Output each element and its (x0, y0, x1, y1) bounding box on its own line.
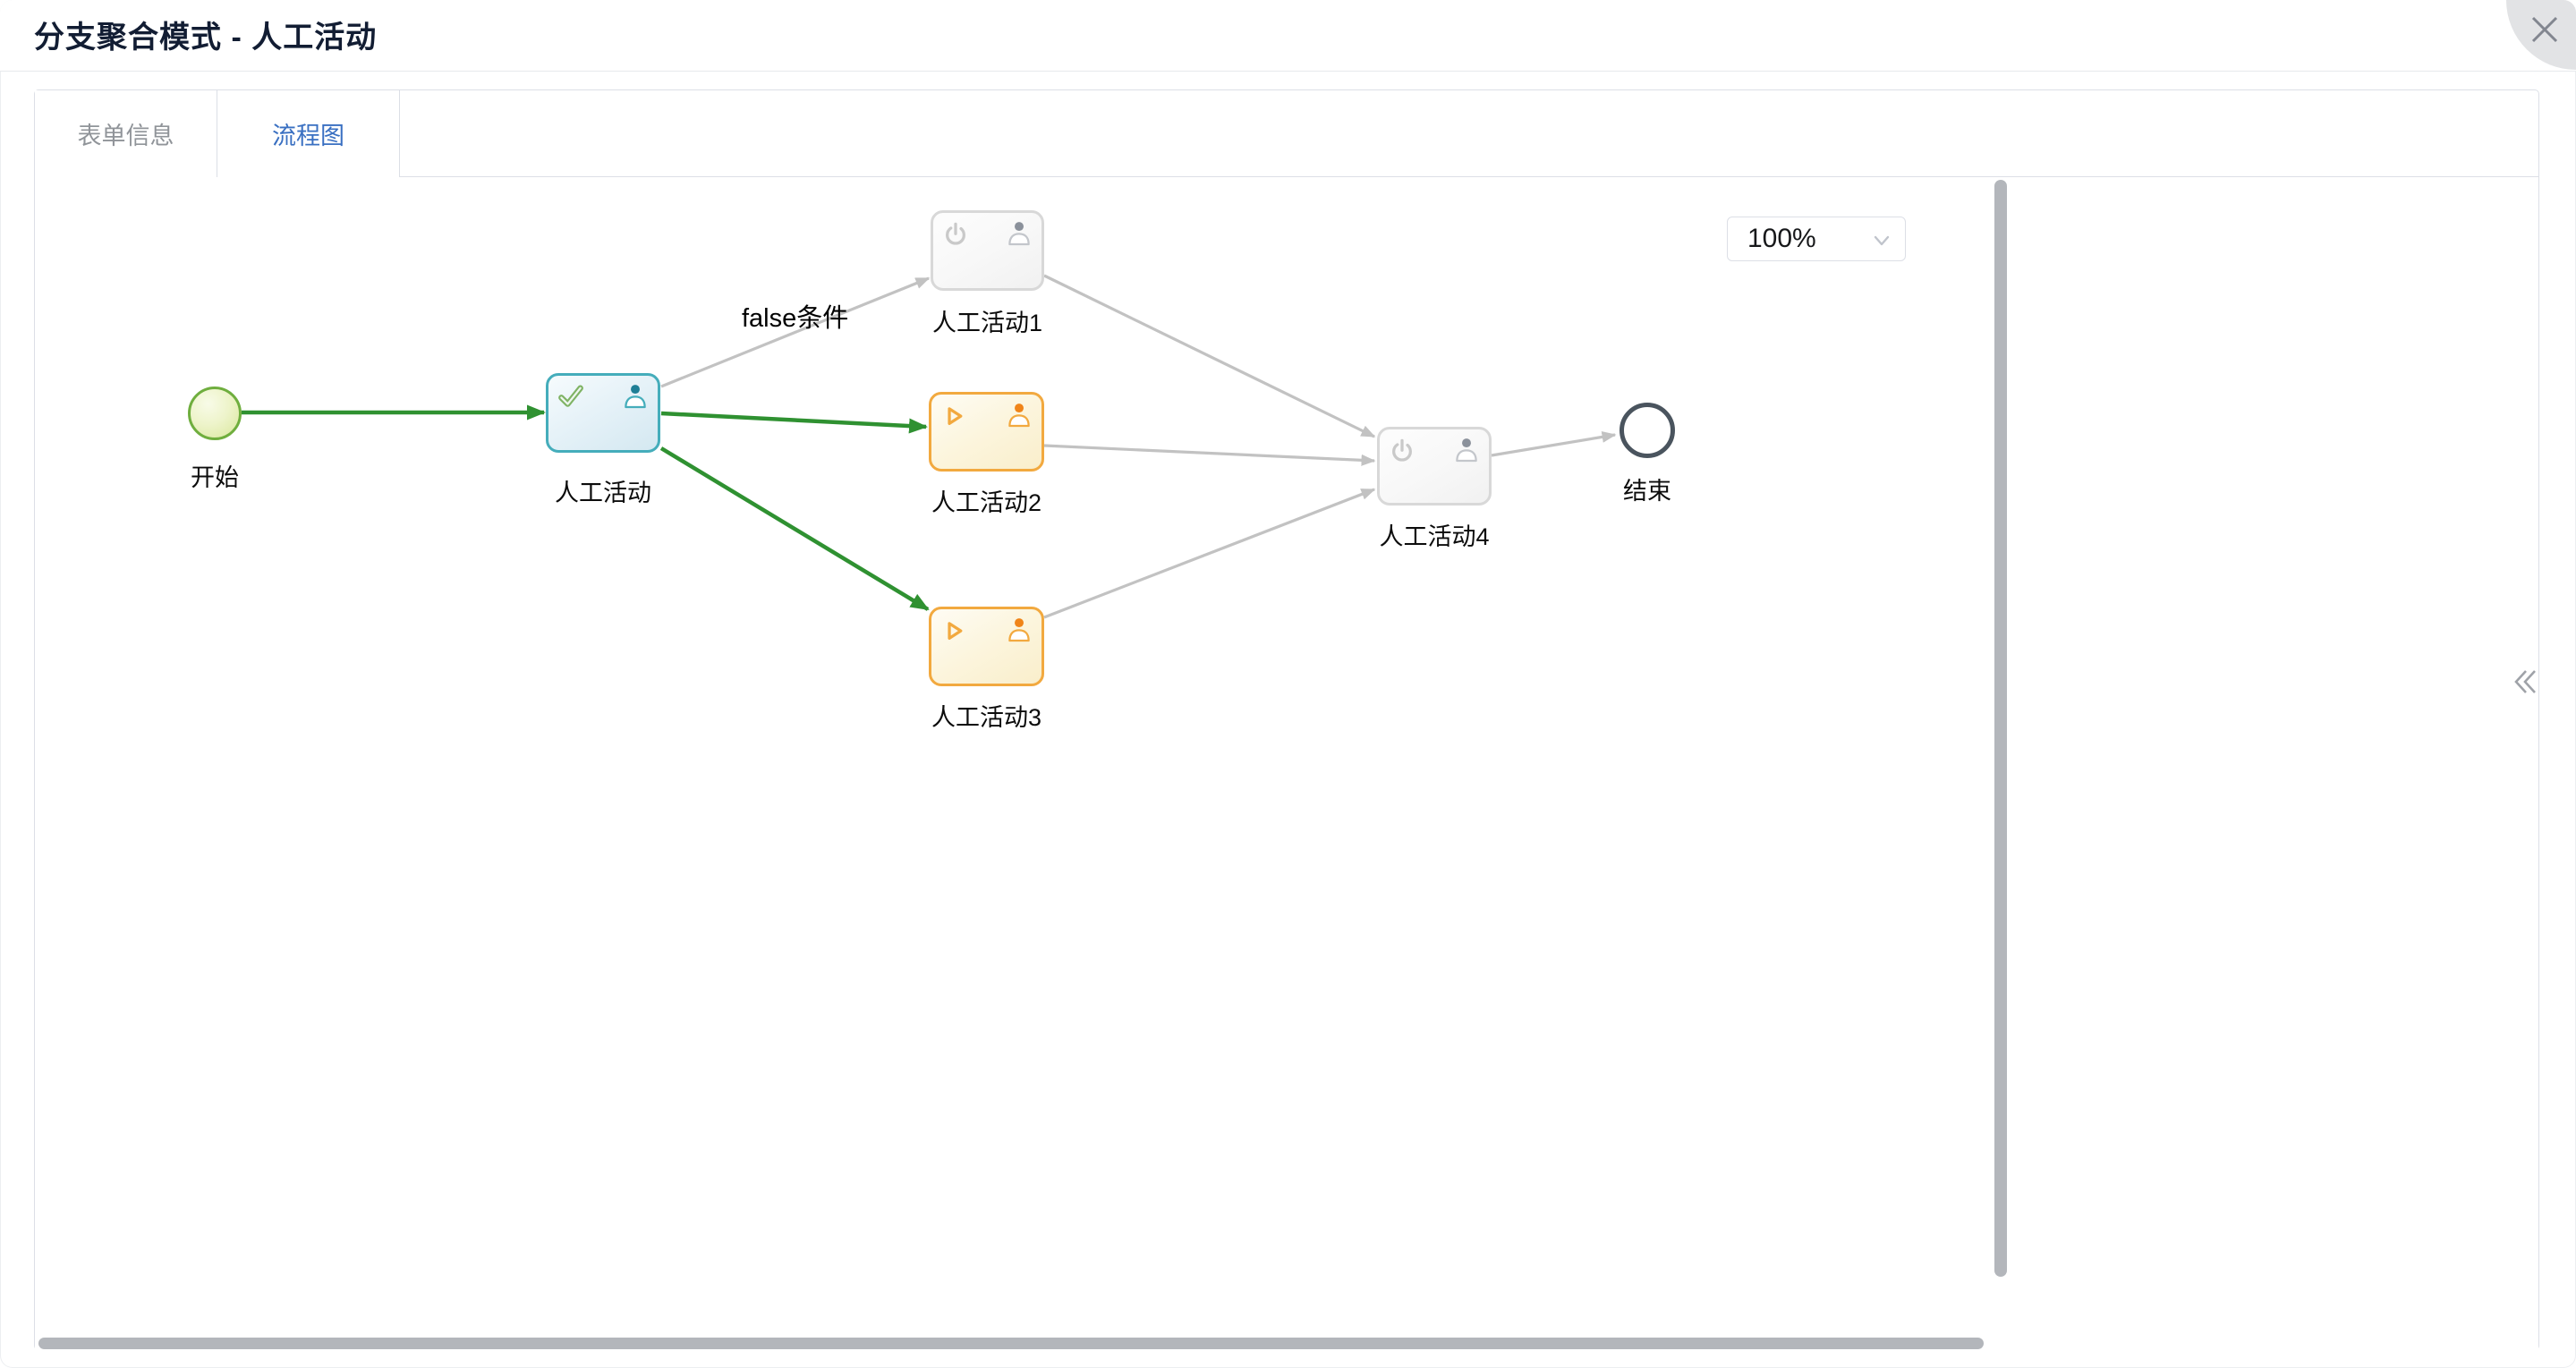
zoom-value: 100% (1747, 224, 1816, 253)
edge-label: false条件 (742, 304, 849, 333)
user-icon (1004, 615, 1034, 645)
horizontal-scrollbar[interactable] (38, 1338, 1984, 1349)
node-label-activity2: 人工活动2 (931, 489, 1042, 516)
vertical-scrollbar[interactable] (1994, 180, 2007, 1277)
node-label-activity: 人工活动 (555, 480, 651, 506)
flow-node-end (1620, 403, 1675, 458)
flow-node-activity1 (931, 210, 1044, 291)
zoom-select[interactable]: 100% (1727, 217, 1906, 261)
flow-node-activity (546, 373, 660, 453)
node-label-start: 开始 (191, 464, 239, 491)
flow-node-activity2 (929, 392, 1044, 472)
close-icon[interactable] (2524, 9, 2565, 50)
flow-edge-activity-activity1 (660, 276, 931, 388)
flow-node-activity3 (929, 607, 1044, 686)
tab-bar: 表单信息流程图 (35, 90, 2538, 178)
tab-form-info[interactable]: 表单信息 (35, 90, 217, 177)
flow-edge-activity-activity2 (660, 411, 928, 434)
flow-canvas: 100% 开始 人工活动 (35, 178, 2538, 1350)
flow-node-activity4 (1377, 427, 1492, 506)
node-label-activity4: 人工活动4 (1379, 523, 1490, 550)
node-label-activity3: 人工活动3 (931, 704, 1042, 731)
node-label-activity1: 人工活动1 (931, 310, 1043, 336)
flow-edge-activity-activity3 (659, 446, 930, 611)
user-icon (1004, 218, 1034, 249)
tab-flow-chart[interactable]: 流程图 (217, 90, 400, 178)
chevron-down-icon (1874, 235, 1890, 246)
node-label-end: 结束 (1623, 478, 1671, 505)
dialog-title: 分支聚合模式 - 人工活动 (34, 21, 378, 55)
power-icon (1387, 435, 1417, 465)
power-icon (940, 218, 971, 249)
flow-edge-activity1-activity4 (1043, 274, 1376, 438)
flow-edge-activity3-activity4 (1043, 488, 1376, 619)
flow-node-start (188, 387, 242, 440)
user-icon (1451, 435, 1482, 465)
user-icon (620, 381, 650, 412)
flow-edge-activity2-activity4 (1043, 444, 1376, 466)
dialog-header: 分支聚合模式 - 人工活动 (0, 0, 2576, 72)
double-chevron-left-icon (2514, 670, 2536, 693)
play-icon (939, 400, 969, 430)
collapse-panel-handle[interactable] (2510, 665, 2538, 699)
tabs-card: 表单信息流程图 100% 开始 (34, 89, 2539, 1350)
edge-layer (242, 274, 1617, 619)
flow-edge-activity4-end (1491, 430, 1617, 457)
check-icon (556, 381, 586, 412)
play-icon (939, 615, 969, 645)
user-icon (1004, 400, 1034, 430)
